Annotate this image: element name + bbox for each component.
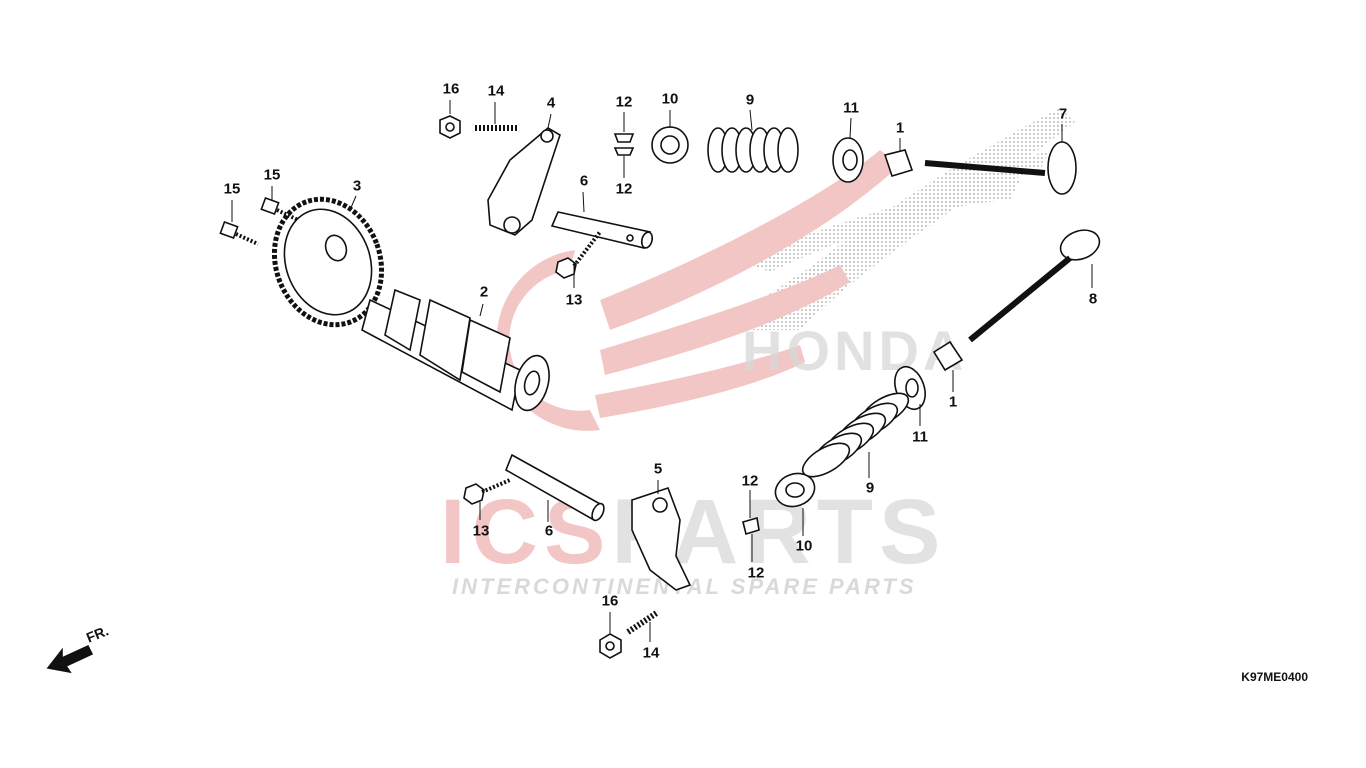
callout-12-bottom-b: 12 [747, 564, 765, 582]
callout-6-top: 6 [579, 172, 589, 190]
bolt-13-top[interactable] [555, 230, 602, 279]
spring-retainer-10-bottom[interactable] [771, 468, 820, 512]
diagram-code: K97ME0400 [1241, 670, 1308, 684]
callout-1-top: 1 [895, 119, 905, 137]
rocker-shaft-6-bottom[interactable] [504, 453, 606, 522]
spring-retainer-10-top[interactable] [651, 126, 689, 164]
callout-8: 8 [1088, 290, 1098, 308]
callout-12-top-b: 12 [615, 180, 633, 198]
rocker-arm-5[interactable] [631, 486, 692, 591]
callout-9-top: 9 [745, 91, 755, 109]
callout-3: 3 [352, 177, 362, 195]
rocker-shaft-6-top[interactable] [550, 211, 654, 249]
valve-cotter-12-top[interactable] [613, 133, 635, 156]
valve-cotter-12-bottom[interactable] [742, 516, 760, 536]
camshaft[interactable] [361, 288, 555, 414]
callout-16-top: 16 [442, 80, 460, 98]
exhaust-valve-8[interactable] [968, 225, 1104, 343]
intake-valve-7[interactable] [924, 141, 1077, 195]
callout-11-top: 11 [843, 99, 859, 117]
callout-9-bottom: 9 [865, 479, 875, 497]
callout-6-bottom: 6 [544, 522, 554, 540]
callout-13-top: 13 [565, 291, 583, 309]
front-direction-arrow [46, 644, 94, 674]
watermark-brand: HONDA [742, 319, 968, 382]
callout-15-right: 15 [263, 166, 281, 184]
stem-seal-1-bottom[interactable] [932, 340, 964, 372]
leader-lines [231, 100, 1093, 642]
bolt-13-bottom[interactable] [463, 478, 511, 505]
valve-spring-9-bottom[interactable] [797, 387, 913, 484]
callout-12-bottom-a: 12 [741, 472, 759, 490]
callout-5: 5 [653, 460, 663, 478]
callout-13-bottom: 13 [472, 522, 490, 540]
callout-15-left: 15 [223, 180, 241, 198]
spring-seat-11-top[interactable] [832, 137, 864, 183]
callout-10-top: 10 [661, 90, 679, 108]
callout-4: 4 [546, 94, 556, 112]
bolt-15-right[interactable] [260, 196, 299, 222]
bolt-15-left[interactable] [219, 220, 259, 246]
stem-seal-1-top[interactable] [883, 149, 914, 177]
nut-16-top[interactable] [439, 115, 461, 139]
callout-14-bottom: 14 [642, 644, 660, 662]
nut-16-bottom[interactable] [599, 633, 622, 659]
callout-14-top: 14 [487, 82, 505, 100]
callout-16-bottom: 16 [601, 592, 619, 610]
callout-10-bottom: 10 [795, 537, 813, 555]
adjust-screw-14-bottom[interactable] [626, 609, 660, 635]
callout-7: 7 [1058, 105, 1068, 123]
callout-11-bottom: 11 [912, 428, 928, 446]
callout-2: 2 [479, 283, 489, 301]
rocker-arm-4[interactable] [487, 127, 561, 236]
callout-1-bottom: 1 [948, 393, 958, 411]
valve-spring-9-top[interactable] [707, 127, 799, 173]
cam-sprocket[interactable] [257, 184, 399, 340]
callout-12-top-a: 12 [615, 93, 633, 111]
